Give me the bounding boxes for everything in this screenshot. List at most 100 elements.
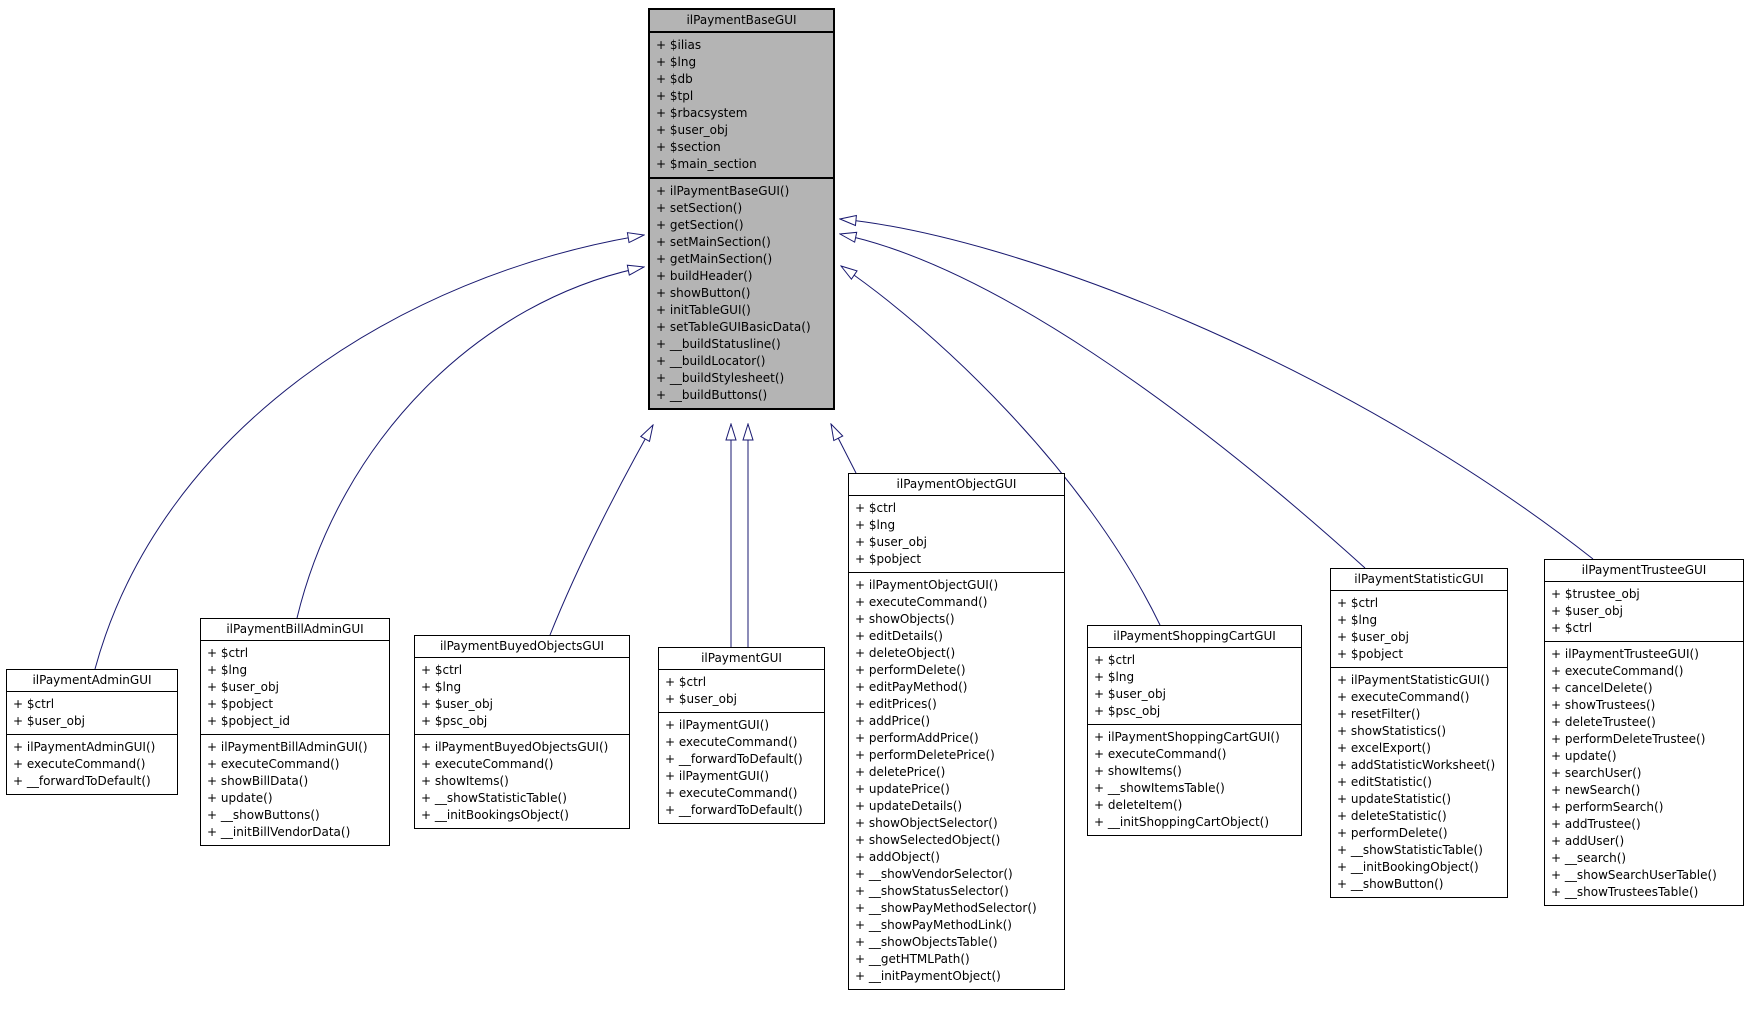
member-row: + update() bbox=[207, 791, 273, 805]
member-row: + showSelectedObject() bbox=[855, 833, 1001, 847]
member-row: + updateStatistic() bbox=[1337, 792, 1452, 806]
class-attributes: + $ilias+ $lng+ $db+ $tpl+ $rbacsystem+ … bbox=[650, 33, 833, 179]
member-row: + __showVendorSelector() bbox=[855, 867, 1013, 881]
member-row: + __showStatusSelector() bbox=[855, 884, 1009, 898]
member-row: + showItems() bbox=[1094, 764, 1182, 778]
class-methods: + ilPaymentBuyedObjectsGUI()+ executeCom… bbox=[415, 735, 629, 828]
class-attributes: + $ctrl + $user_obj bbox=[7, 692, 177, 735]
member-row: + $user_obj bbox=[1337, 630, 1409, 644]
class-attributes: + $ctrl + $user_obj bbox=[659, 670, 824, 713]
member-row: + $ctrl bbox=[665, 675, 707, 689]
member-row: + excelExport() bbox=[1337, 741, 1431, 755]
member-row: + $lng bbox=[1337, 613, 1378, 627]
class-box-ilpaymentshoppingcartgui[interactable]: ilPaymentShoppingCartGUI + $ctrl+ $lng+ … bbox=[1087, 625, 1302, 836]
class-name: ilPaymentStatisticGUI bbox=[1331, 569, 1507, 591]
member-row: + performDeletePrice() bbox=[855, 748, 995, 762]
class-box-ilpaymentbilladmingui[interactable]: ilPaymentBillAdminGUI + $ctrl+ $lng+ $us… bbox=[200, 618, 390, 846]
inheritance-arrow-billadmin bbox=[296, 267, 644, 619]
class-name: ilPaymentShoppingCartGUI bbox=[1088, 626, 1301, 648]
inheritance-arrow-buyedobjects bbox=[549, 425, 653, 636]
member-row: + $ctrl bbox=[1551, 621, 1593, 635]
member-row: + __buildStatusline() bbox=[656, 337, 781, 351]
member-row: + __showObjectsTable() bbox=[855, 935, 998, 949]
class-attributes: + $ctrl+ $lng+ $user_obj+ $psc_obj bbox=[1088, 648, 1301, 725]
member-row: + editStatistic() bbox=[1337, 775, 1432, 789]
member-row: + __showTrusteesTable() bbox=[1551, 885, 1699, 899]
member-row: + $pobject_id bbox=[207, 714, 291, 728]
class-attributes: + $ctrl+ $lng+ $user_obj+ $pobject+ $pob… bbox=[201, 641, 389, 735]
class-name: ilPaymentBaseGUI bbox=[650, 10, 833, 33]
member-row: + __initShoppingCartObject() bbox=[1094, 815, 1270, 829]
member-row: + deleteStatistic() bbox=[1337, 809, 1447, 823]
member-row: + $ctrl bbox=[1337, 596, 1379, 610]
class-box-ilpaymentstatisticgui[interactable]: ilPaymentStatisticGUI + $ctrl + $lng + $us… bbox=[1330, 568, 1508, 898]
member-row: + __initBookingObject() bbox=[1337, 860, 1479, 874]
inheritance-arrow-statistic bbox=[840, 234, 1366, 569]
member-row: + __forwardToDefault() bbox=[665, 752, 803, 766]
member-row: + $rbacsystem bbox=[656, 106, 748, 120]
member-row: + $db bbox=[656, 72, 693, 86]
member-row: + $section bbox=[656, 140, 721, 154]
class-methods: + ilPaymentGUI()+ executeCommand()+ __fo… bbox=[659, 713, 824, 823]
member-row: + cancelDelete() bbox=[1551, 681, 1653, 695]
member-row: + __search() bbox=[1551, 851, 1627, 865]
class-attributes: + $trustee_obj+ $user_obj+ $ctrl bbox=[1545, 582, 1743, 642]
member-row: + ilPaymentGUI() bbox=[665, 718, 770, 732]
member-row: + __showButtons() bbox=[207, 808, 320, 822]
member-row: + showObjects() bbox=[855, 612, 955, 626]
member-row: + ilPaymentObjectGUI() bbox=[855, 578, 999, 592]
class-box-ilpaymentadmingui[interactable]: ilPaymentAdminGUI + $ctrl+ $user_obj + i… bbox=[6, 669, 178, 795]
class-methods: + ilPaymentAdminGUI()+ executeCommand()+… bbox=[7, 735, 177, 794]
member-row: + __initBillVendorData() bbox=[207, 825, 351, 839]
member-row: + showObjectSelector() bbox=[855, 816, 998, 830]
member-row: + $user_obj bbox=[13, 714, 85, 728]
member-row: + $pobject bbox=[207, 697, 274, 711]
class-box-ilpaymentbasegui[interactable]: ilPaymentBaseGUI + $ilias+ $lng+ $db+ $t… bbox=[648, 8, 835, 410]
class-box-ilpaymentobjectgui[interactable]: ilPaymentObjectGUI + $ctrl+ $lng+ $user_… bbox=[848, 473, 1065, 990]
member-row: + __initBookingsObject() bbox=[421, 808, 569, 822]
member-row: + setTableGUIBasicData() bbox=[656, 320, 811, 334]
member-row: + performSearch() bbox=[1551, 800, 1664, 814]
member-row: + $lng bbox=[421, 680, 462, 694]
class-attributes: + $ctrl+ $lng+ $user_obj+ $psc_obj bbox=[415, 658, 629, 735]
member-row: + ilPaymentShoppingCartGUI() bbox=[1094, 730, 1280, 744]
member-row: + ilPaymentTrusteeGUI() bbox=[1551, 647, 1699, 661]
member-row: + executeCommand() bbox=[1551, 664, 1684, 678]
member-row: + searchUser() bbox=[1551, 766, 1642, 780]
class-methods: + ilPaymentObjectGUI() + executeCommand()… bbox=[849, 573, 1064, 989]
member-row: + __showSearchUserTable() bbox=[1551, 868, 1717, 882]
member-row: + executeCommand() bbox=[855, 595, 988, 609]
member-row: + performAddPrice() bbox=[855, 731, 979, 745]
member-row: + $lng bbox=[207, 663, 248, 677]
member-row: + editDetails() bbox=[855, 629, 943, 643]
inheritance-arrow-admin bbox=[94, 235, 644, 670]
member-row: + $ctrl bbox=[13, 697, 55, 711]
member-row: + __showPayMethodSelector() bbox=[855, 901, 1037, 915]
member-row: + $lng bbox=[855, 518, 896, 532]
member-row: + $psc_obj bbox=[421, 714, 488, 728]
member-row: + __showStatisticTable() bbox=[421, 791, 567, 805]
class-box-ilpaymenttrusteegui[interactable]: ilPaymentTrusteeGUI + $trustee_obj+ $use… bbox=[1544, 559, 1744, 906]
member-row: + $psc_obj bbox=[1094, 704, 1161, 718]
member-row: + executeCommand() bbox=[207, 757, 340, 771]
inheritance-arrow-trustee bbox=[840, 219, 1594, 560]
member-row: + __getHTMLPath() bbox=[855, 952, 970, 966]
member-row: + addObject() bbox=[855, 850, 940, 864]
member-row: + $lng bbox=[656, 55, 697, 69]
member-row: + __showButton() bbox=[1337, 877, 1444, 891]
class-box-ilpaymentgui[interactable]: ilPaymentGUI + $ctrl+ $user_obj + ilPaym… bbox=[658, 647, 825, 824]
member-row: + showStatistics() bbox=[1337, 724, 1447, 738]
member-row: + executeCommand() bbox=[13, 757, 146, 771]
member-row: + $lng bbox=[1094, 670, 1135, 684]
member-row: + $user_obj bbox=[665, 692, 737, 706]
class-methods: + ilPaymentBaseGUI()+ setSection()+ getS… bbox=[650, 179, 833, 408]
member-row: + __showItemsTable() bbox=[1094, 781, 1225, 795]
class-box-ilpaymentbuyedobjectsgui[interactable]: ilPaymentBuyedObjectsGUI + $ctrl+ $lng+ … bbox=[414, 635, 630, 829]
member-row: + showTrustees() bbox=[1551, 698, 1656, 712]
member-row: + getSection() bbox=[656, 218, 744, 232]
class-name: ilPaymentBillAdminGUI bbox=[201, 619, 389, 641]
member-row: + editPrices() bbox=[855, 697, 937, 711]
member-row: + $user_obj bbox=[1094, 687, 1166, 701]
member-row: + $pobject bbox=[855, 552, 922, 566]
